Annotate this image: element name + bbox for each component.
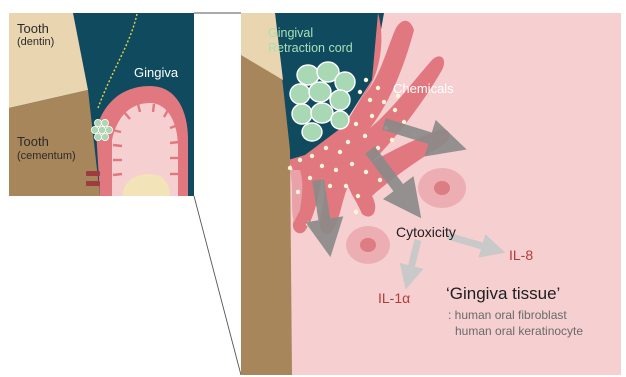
tissue-desc-line1: : human oral fibroblast [448, 309, 567, 322]
il8-label: IL-8 [509, 248, 533, 263]
retraction-cord-label-line1: Gingival [268, 27, 313, 41]
retraction-cord-label-line2: Retraction cord [268, 42, 353, 56]
il1a-label: IL-1α [378, 291, 410, 306]
gingiva-label: Gingiva [134, 66, 178, 80]
tooth-cementum-label: Tooth [17, 135, 49, 149]
cytoxicity-label: Cytoxicity [396, 225, 456, 240]
tooth-dentin-sublabel: (dentin) [17, 36, 54, 48]
gingiva-tissue-title: ‘Gingiva tissue’ [446, 285, 560, 304]
tooth-dentin-label: Tooth [17, 22, 49, 36]
tooth-cementum-sublabel: (cementum) [17, 150, 76, 162]
chemicals-label: Chemicals [393, 82, 454, 96]
tissue-desc-line2: human oral keratinocyte [455, 325, 583, 338]
zoom-connector-lines [194, 13, 241, 375]
